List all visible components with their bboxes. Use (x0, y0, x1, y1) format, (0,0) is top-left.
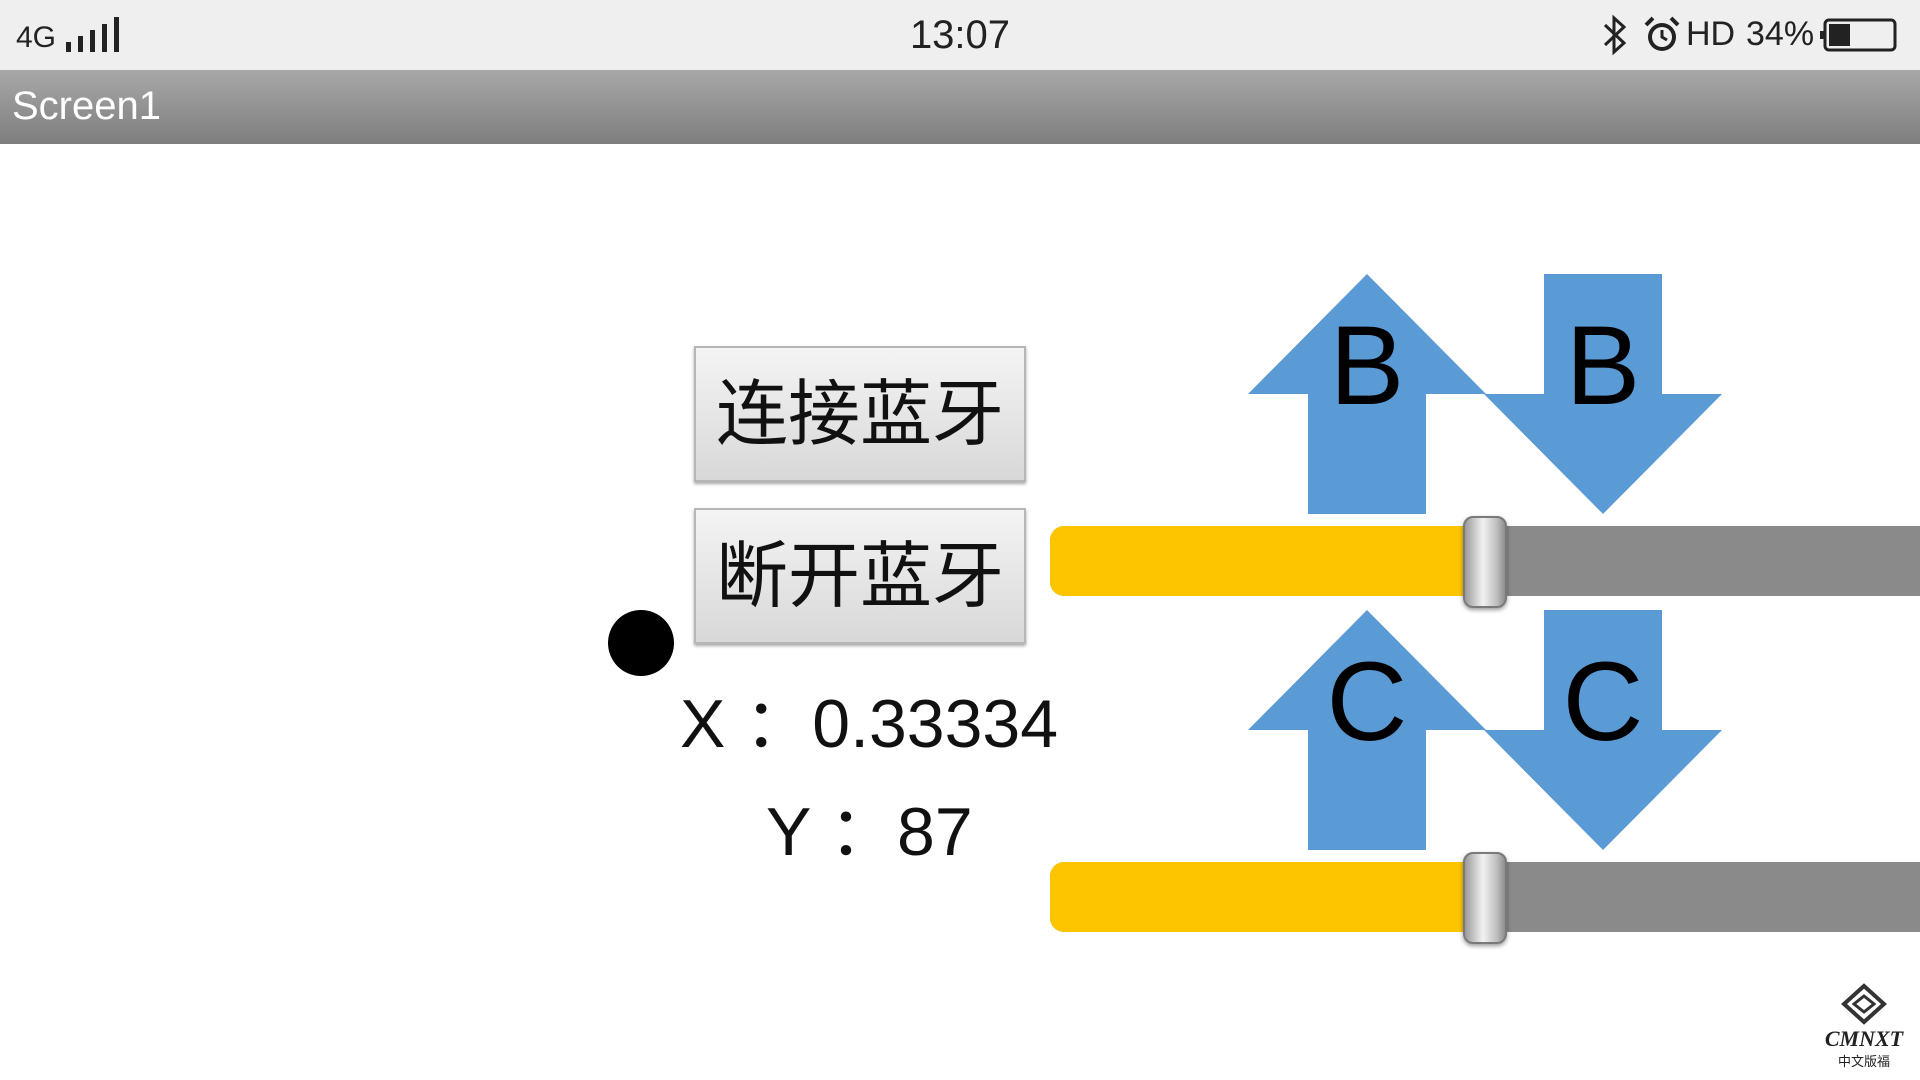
watermark-logo: CMNXT 中文版福 (1818, 982, 1910, 1074)
c-slider[interactable] (1050, 852, 1920, 944)
x-value-readout: X ：0.33334 (680, 686, 1059, 762)
c-up-arrow-button[interactable]: C (1248, 610, 1486, 850)
b-slider-thumb[interactable] (1463, 516, 1507, 608)
down-arrow-icon: C (1484, 610, 1722, 850)
svg-text:CMNXT: CMNXT (1825, 1026, 1905, 1051)
up-arrow-icon: C (1248, 610, 1486, 850)
screen-title: Screen1 (12, 84, 161, 128)
ball-indicator (608, 610, 674, 676)
c-down-arrow-label: C (1563, 639, 1644, 764)
alarm-clock-icon (1644, 16, 1680, 54)
status-bar: 4G 13:07 HD 34% (0, 0, 1920, 70)
up-arrow-icon: B (1248, 274, 1486, 514)
svg-text:中文版福: 中文版福 (1838, 1055, 1890, 1070)
c-up-arrow-label: C (1327, 639, 1408, 764)
signal-bars-icon (64, 14, 124, 54)
battery-icon (1818, 18, 1898, 52)
hd-label: HD (1686, 15, 1736, 53)
b-down-arrow-button[interactable]: B (1484, 274, 1722, 514)
y-value-readout: Y ：87 (766, 794, 973, 870)
b-up-arrow-label: B (1330, 303, 1405, 428)
c-down-arrow-button[interactable]: C (1484, 610, 1722, 850)
network-type: 4G (16, 21, 57, 54)
c-slider-fill (1050, 862, 1485, 932)
b-slider[interactable] (1050, 516, 1920, 608)
b-down-arrow-label: B (1566, 303, 1641, 428)
status-clock: 13:07 (909, 13, 1011, 57)
c-slider-thumb[interactable] (1463, 852, 1507, 944)
bluetooth-icon (1600, 14, 1630, 56)
down-arrow-icon: B (1484, 274, 1722, 514)
disconnect-bluetooth-button[interactable]: 断开蓝牙 (694, 508, 1026, 644)
b-slider-fill (1050, 526, 1485, 596)
connect-bluetooth-button[interactable]: 连接蓝牙 (694, 346, 1026, 482)
b-up-arrow-button[interactable]: B (1248, 274, 1486, 514)
title-bar: Screen1 (0, 70, 1920, 144)
battery-percent: 34% (1746, 15, 1815, 53)
